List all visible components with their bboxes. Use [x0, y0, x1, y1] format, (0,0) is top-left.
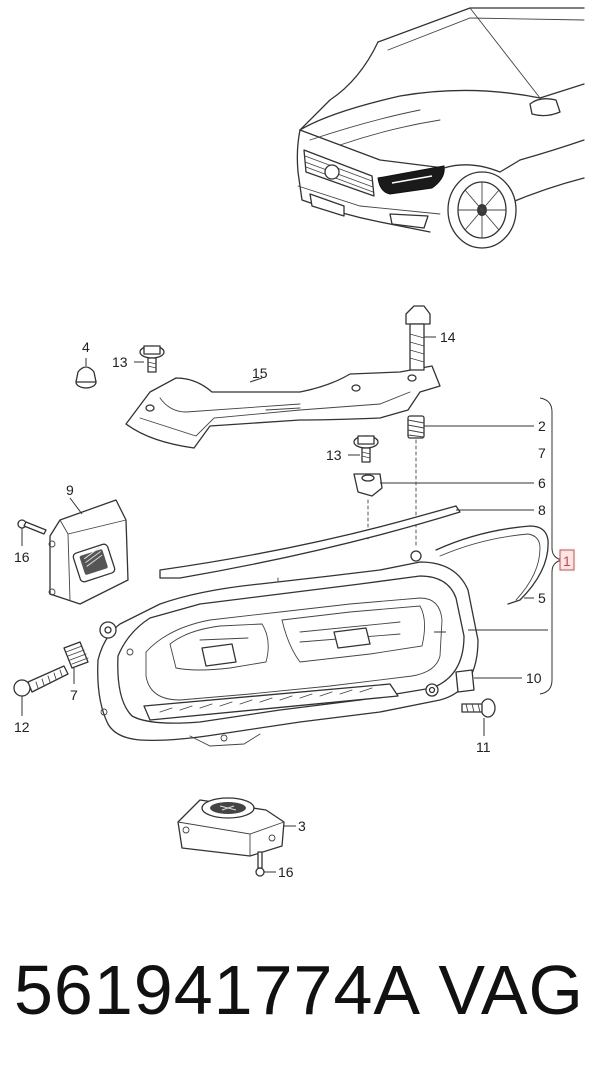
- callout-8: 8: [538, 502, 546, 518]
- adjuster-6: [353, 473, 534, 497]
- callout-10: 10: [526, 670, 542, 686]
- callout-12: 12: [14, 719, 30, 735]
- callout-3: 3: [298, 818, 306, 834]
- screw-11: [461, 698, 496, 736]
- callout-15: 15: [252, 365, 268, 381]
- part-number: 561941774A: [14, 951, 422, 1029]
- callout-4: 4: [82, 339, 90, 355]
- callout-1-highlight-box: [559, 549, 575, 571]
- callout-7-left: 7: [70, 687, 78, 703]
- ballast-3: [177, 797, 296, 857]
- callout-1: 1: [563, 553, 571, 569]
- assembly-bracket: [539, 397, 563, 695]
- screw-13-mid: [348, 435, 379, 463]
- callout-9: 9: [66, 482, 74, 498]
- vehicle-sketch: [296, 7, 585, 249]
- callout-5: 5: [538, 590, 546, 606]
- brand-name: VAG: [438, 951, 584, 1029]
- footer: 561941774A VAG: [0, 940, 600, 1050]
- spring-7: [63, 641, 89, 684]
- headlight-housing-1: [97, 550, 548, 747]
- spring-nut-2: [407, 415, 534, 439]
- screw-16-bottom: [255, 851, 276, 877]
- bolt-14: [405, 305, 436, 371]
- trim-strip-8: [159, 505, 534, 579]
- bolt-12: [13, 665, 69, 716]
- screw-13-top: [134, 345, 165, 373]
- callout-13-mid: 13: [326, 447, 342, 463]
- callout-16-left: 16: [14, 549, 30, 565]
- clip-10: [455, 669, 522, 693]
- callout-13-top: 13: [112, 354, 128, 370]
- callout-7-right: 7: [538, 445, 546, 461]
- callout-2: 2: [538, 418, 546, 434]
- callout-14: 14: [440, 329, 456, 345]
- callout-16-bottom: 16: [278, 864, 294, 880]
- callout-6: 6: [538, 475, 546, 491]
- seal-5: [435, 525, 549, 605]
- screw-16-left: [17, 519, 47, 546]
- cap-4: [75, 358, 97, 389]
- control-unit-9: [48, 497, 129, 605]
- headlight-parts-diagram: 4 13 15 14 2 13 7 6 8 1 5 9 16 7 10 12 1…: [13, 7, 585, 880]
- callout-11: 11: [476, 739, 491, 755]
- mounting-bracket-15: [125, 365, 441, 449]
